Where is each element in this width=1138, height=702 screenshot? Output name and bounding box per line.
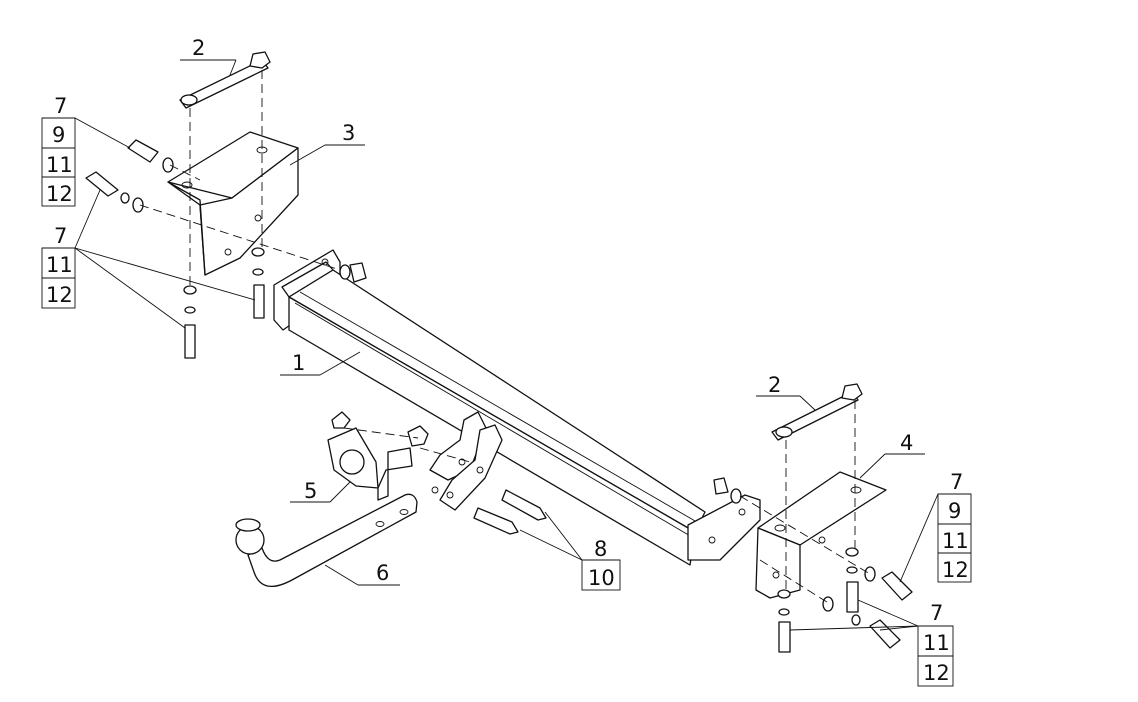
bolts-part-8 [473, 489, 547, 535]
label-part-12-bottom-right: 12 [923, 661, 950, 685]
crossbar-part-1 [273, 249, 761, 566]
label-part-4: 4 [900, 431, 913, 455]
crossbar-mount-bracket [429, 411, 503, 511]
leader-lines [74, 59, 939, 631]
label-part-6: 6 [376, 561, 389, 585]
label-part-9-top-left: 9 [52, 123, 65, 147]
label-part-2-right: 2 [768, 373, 781, 397]
assembly-centerlines [139, 70, 871, 605]
bracket-part-3 [167, 131, 299, 276]
label-part-2-left: 2 [192, 36, 205, 60]
label-part-8: 8 [594, 537, 607, 561]
label-part-11-mid-left: 11 [46, 253, 73, 277]
label-part-12-mid-left: 12 [46, 283, 73, 307]
label-part-11-bottom-right: 11 [923, 631, 950, 655]
label-part-5: 5 [304, 479, 317, 503]
callout-table-top-right [937, 493, 972, 583]
callout-table-bottom-right [917, 625, 954, 687]
strip-plate-2-right [771, 383, 863, 441]
label-part-7-bottom-right: 7 [930, 601, 943, 625]
ball-hook-part-6 [235, 493, 418, 588]
strip-plate-2-left [179, 51, 271, 109]
part-number-labels: 2 3 1 2 4 5 6 8 10 7 9 11 12 7 11 12 7 9… [46, 36, 969, 685]
callout-table-mid-left [41, 247, 76, 309]
socket-plate-part-5 [327, 411, 429, 501]
label-part-7-top-left: 7 [54, 94, 67, 118]
label-part-11-top-left: 11 [46, 153, 73, 177]
fasteners-right [713, 477, 913, 653]
label-part-12-top-left: 12 [46, 182, 73, 206]
label-part-1: 1 [292, 351, 305, 375]
bracket-part-4 [755, 471, 887, 599]
label-part-7-top-right: 7 [950, 470, 963, 494]
label-part-7-mid-left: 7 [54, 224, 67, 248]
fasteners-left [85, 139, 367, 359]
callout-table-bolts [581, 559, 621, 591]
callout-table-top-left [41, 117, 76, 207]
label-part-9-top-right: 9 [948, 499, 961, 523]
label-part-12-top-right: 12 [942, 558, 969, 582]
label-part-10: 10 [588, 566, 615, 590]
label-part-11-top-right: 11 [942, 529, 969, 553]
label-part-3: 3 [342, 121, 355, 145]
